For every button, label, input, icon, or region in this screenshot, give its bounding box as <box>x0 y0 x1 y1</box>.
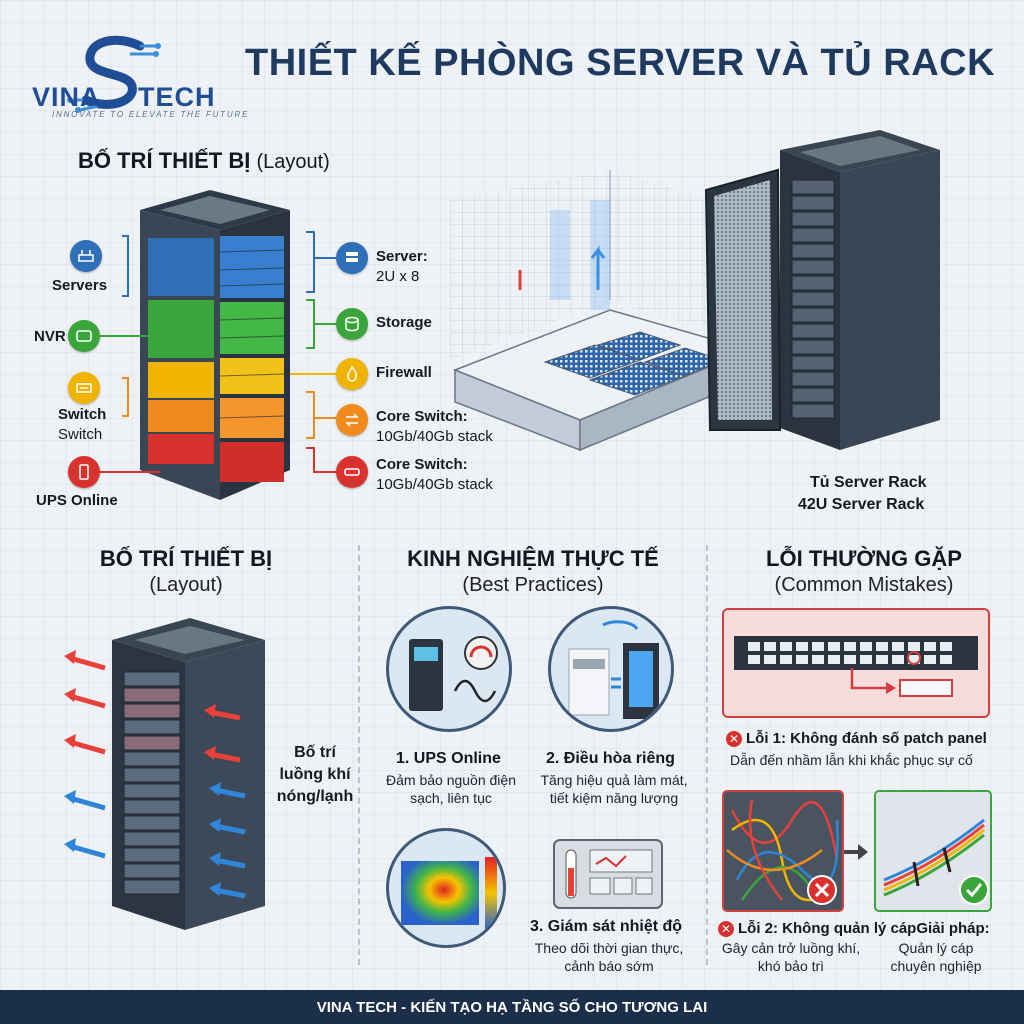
rack-caption-2: 42U Server Rack <box>798 496 925 513</box>
best-practices-title: KINH NGHIỆM THỰC TẾ <box>407 546 659 571</box>
core-switch-icon <box>336 404 368 436</box>
ups-icon <box>68 456 100 488</box>
practice-2-title: 2. Điều hòa riêng <box>546 750 675 767</box>
mistake-1-desc: Dẫn đến nhầm lẫn khi khắc phục sự cố <box>730 752 973 768</box>
mistake-2-title: Lỗi 2: Không quản lý cáp <box>738 920 917 937</box>
nvr-icon <box>68 320 100 352</box>
ups-online-illustration <box>386 606 512 732</box>
mistake-1: ✕Lỗi 1: Không đánh số patch panel <box>726 730 987 747</box>
divider-1 <box>358 545 360 965</box>
server-rack-42u <box>704 130 940 450</box>
arrow-right-icon <box>844 844 868 860</box>
practice-2-line1: Tăng hiệu quả làm mát, <box>540 772 688 788</box>
best-practices-subtitle: (Best Practices) <box>462 574 604 596</box>
cold-air-arrows <box>64 782 246 899</box>
solution-line1: Quản lý cáp <box>898 940 974 956</box>
footer-banner: VINA TECH - KIẾN TẠO HẠ TẦNG SỐ CHO TƯƠN… <box>0 990 1024 1024</box>
practice-1-line2: sạch, liên tục <box>410 790 492 806</box>
heatmap-illustration <box>386 828 506 948</box>
layout-subtitle-text: (Layout) <box>256 151 330 173</box>
mistakes-subtitle: (Common Mistakes) <box>774 574 954 596</box>
fire-icon <box>336 358 368 390</box>
organized-cables-illustration <box>874 790 992 912</box>
switch-icon <box>68 372 100 404</box>
practice-3-title: 3. Giám sát nhiệt độ <box>530 918 683 935</box>
label-core1: Core Switch: <box>376 408 468 425</box>
solution-line2: chuyên nghiệp <box>890 958 982 974</box>
airflow-label-1: Bố trí <box>294 744 336 761</box>
airflow-label-3: nóng/lạnh <box>276 788 354 805</box>
air-conditioner-illustration <box>548 606 674 732</box>
label-core1-detail: 10Gb/40Gb stack <box>376 428 493 445</box>
divider-2 <box>706 545 708 965</box>
label-ups: UPS Online <box>36 492 118 509</box>
practice-1-title: 1. UPS Online <box>396 750 501 767</box>
rack-units <box>148 236 284 482</box>
monitoring-panel-illustration <box>553 839 663 909</box>
layout-section-title: BỐ TRÍ THIẾT BỊ (Layout) <box>78 148 330 174</box>
core-switch-2-icon <box>336 456 368 488</box>
bottom-layout-subtitle: (Layout) <box>149 574 223 596</box>
airflow-rack-diagram <box>64 618 265 930</box>
error-x-icon: ✕ <box>726 731 742 747</box>
right-connectors <box>290 231 338 473</box>
patch-panel-illustration <box>722 608 990 718</box>
logo-tagline: INNOVATE TO ELEVATE THE FUTURE <box>52 110 250 119</box>
label-server: Server: <box>376 248 428 265</box>
layout-title-text: BỐ TRÍ THIẾT BỊ <box>78 148 251 173</box>
layout-rack-diagram <box>140 190 290 500</box>
logo-text-right: TECH <box>138 82 216 112</box>
airflow-label-2: luồng khí <box>279 766 351 783</box>
messy-cables-illustration <box>722 790 844 912</box>
mistake-2: ✕Lỗi 2: Không quản lý cápGiải pháp: <box>718 920 990 937</box>
label-servers: Servers <box>52 277 108 294</box>
bottom-layout-title: BỐ TRÍ THIẾT BỊ <box>99 546 273 571</box>
storage-icon <box>336 308 368 340</box>
server-icon <box>336 242 368 274</box>
hot-air-arrows <box>64 650 241 763</box>
label-switch-a: Switch <box>58 406 107 423</box>
solution-title: Giải pháp: <box>916 920 990 937</box>
page-title: THIẾT KẾ PHÒNG SERVER VÀ TỦ RACK <box>245 42 996 84</box>
label-storage: Storage <box>376 314 432 331</box>
mistake-2-line1: Gây cản trở luồng khí, <box>721 940 861 956</box>
error-x-icon-2: ✕ <box>718 921 734 937</box>
practice-3-line2: cảnh báo sớm <box>564 958 654 974</box>
mistake-1-title: Lỗi 1: Không đánh số patch panel <box>746 730 987 747</box>
label-core2: Core Switch: <box>376 456 468 473</box>
raised-floor-room <box>450 170 720 452</box>
label-switch-b: Switch <box>58 426 103 443</box>
label-server-detail: 2U x 8 <box>376 268 420 285</box>
mistake-2-line2: khó bảo trì <box>757 958 825 974</box>
label-nvr: NVR <box>34 328 66 345</box>
practice-1-line1: Đảm bảo nguồn điện <box>386 772 516 788</box>
mistakes-title: LỖI THƯỜNG GẶP <box>766 546 962 571</box>
logo-s-mark-icon <box>67 35 161 113</box>
router-icon <box>70 240 102 272</box>
left-connectors <box>97 235 160 473</box>
label-firewall: Firewall <box>376 364 432 381</box>
vinatech-logo: VINA TECH INNOVATE TO ELEVATE THE FUTURE <box>20 20 247 130</box>
practice-3-line1: Theo dõi thời gian thực, <box>534 940 684 956</box>
logo-text-left: VINA <box>32 82 101 112</box>
rack-caption-1: Tủ Server Rack <box>810 474 927 491</box>
practice-2-line2: tiết kiệm năng lượng <box>549 790 679 806</box>
label-core2-detail: 10Gb/40Gb stack <box>376 476 493 493</box>
